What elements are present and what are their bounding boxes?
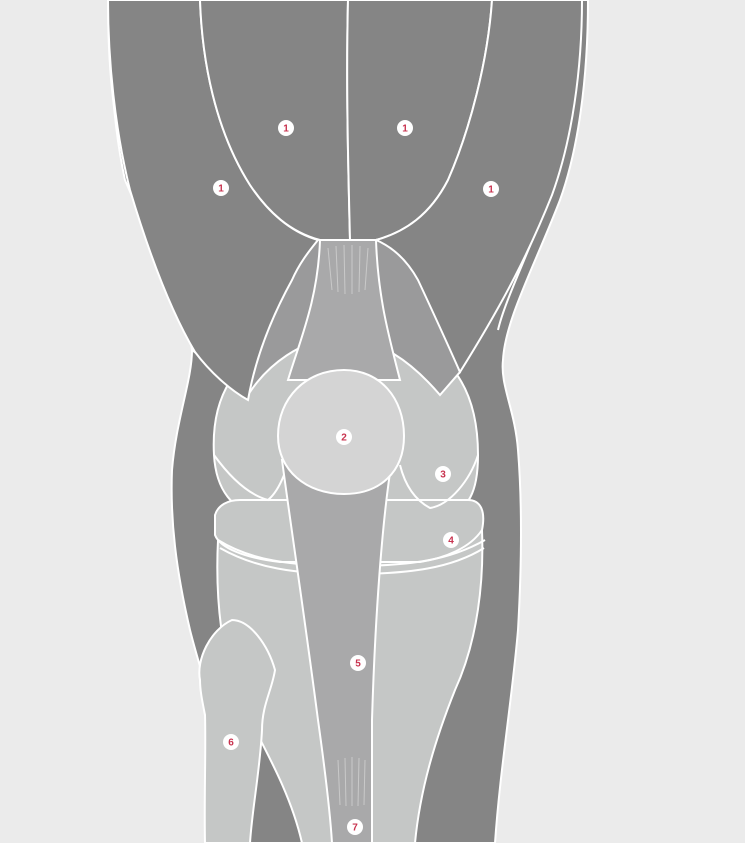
marker-label: 1: [402, 124, 408, 135]
marker-label: 1: [283, 124, 289, 135]
marker-1: 1: [397, 120, 413, 136]
marker-label: 1: [218, 184, 224, 195]
marker-6: 6: [223, 734, 239, 750]
marker-label: 2: [341, 433, 347, 444]
marker-3: 3: [435, 466, 451, 482]
marker-label: 6: [228, 738, 234, 749]
marker-5: 5: [350, 655, 366, 671]
marker-label: 7: [352, 823, 358, 834]
marker-1: 1: [213, 180, 229, 196]
marker-label: 4: [448, 536, 454, 547]
marker-7: 7: [347, 819, 363, 835]
marker-label: 1: [488, 185, 494, 196]
marker-1: 1: [278, 120, 294, 136]
marker-2: 2: [336, 429, 352, 445]
marker-4: 4: [443, 532, 459, 548]
marker-1: 1: [483, 181, 499, 197]
marker-label: 3: [440, 470, 446, 481]
marker-label: 5: [355, 659, 361, 670]
